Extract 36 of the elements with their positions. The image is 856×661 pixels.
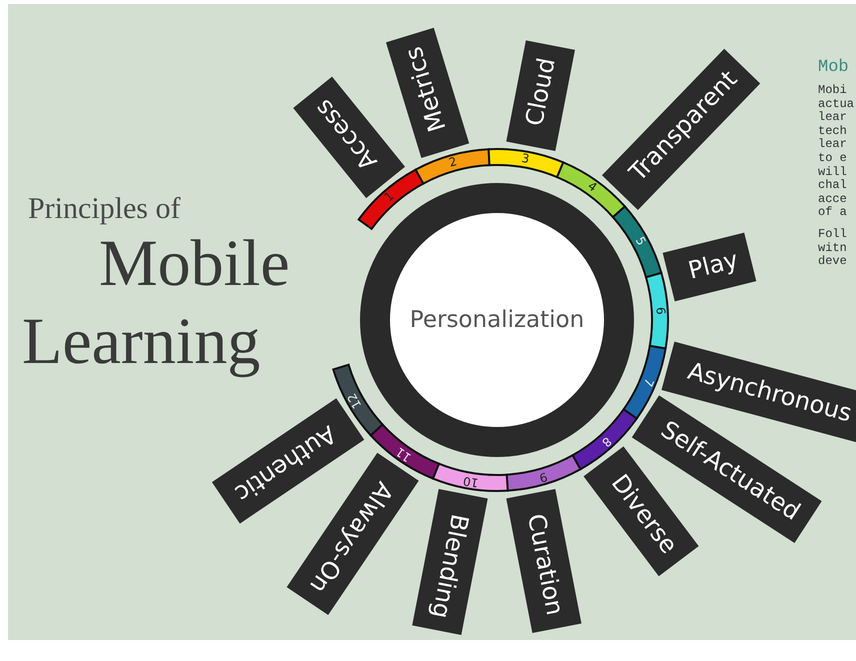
title-line: Learning [22,304,260,380]
segment-number: 3 [520,150,530,166]
panel-heading: Mob [818,58,849,77]
segment-number: 2 [447,154,458,170]
ring-segment [622,344,667,420]
segment-number: 6 [654,306,668,316]
ring-segment [358,168,424,230]
segment-number: 5 [632,234,649,248]
ring-segment [488,148,564,178]
principle-label: Cloud [520,55,563,128]
segment-number: 8 [599,434,614,450]
principle-label: Play [686,245,742,287]
ring-segment [414,148,490,185]
panel-text: Mobi actua lear tech lear to e will chal acce of a [818,84,856,220]
principle-label: Blending [424,512,474,621]
segment-number: 4 [585,178,600,195]
segment-number: 9 [538,470,549,486]
ring-segment [556,161,626,218]
ring-segment [370,424,440,480]
title-line: Principles of [28,192,180,226]
ring-segment [572,408,638,470]
principle-label: Curation [520,512,570,618]
ring-segment [645,272,669,350]
segment-number: 10 [462,474,480,490]
segment-number: 1 [382,188,396,204]
segment-number: 7 [640,376,657,389]
title-line: Mobile [99,226,290,302]
segment-number: 12 [344,390,364,412]
ring-segment [612,205,662,278]
ring-segment [506,454,582,492]
principle-label: Metrics [399,42,454,136]
ring-segment [332,364,384,436]
segment-number: 11 [393,444,414,465]
ring-segment [432,462,509,492]
center-label: Personalization [410,307,584,333]
panel-text: Foll witn deve [818,228,848,269]
